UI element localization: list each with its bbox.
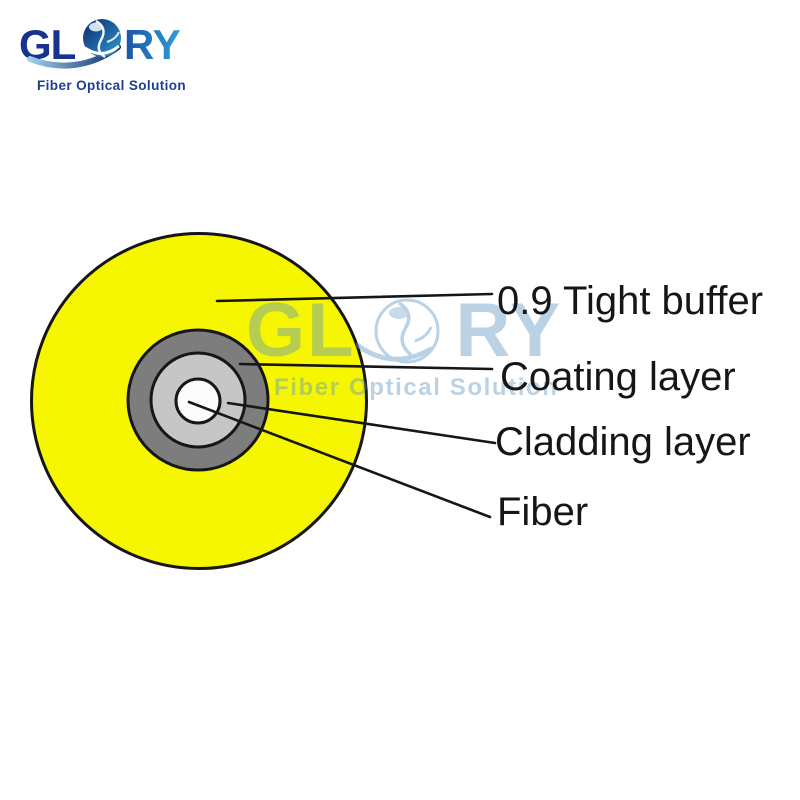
- label-cladding-layer: Cladding layer: [495, 420, 751, 464]
- label-fiber: Fiber: [497, 490, 589, 534]
- fiber-circle: [174, 377, 222, 425]
- label-coating-layer: Coating layer: [500, 355, 736, 399]
- leader-line-fiber: [187, 400, 492, 519]
- label-tight-buffer: 0.9 Tight buffer: [497, 279, 764, 323]
- logo-text-start: GL: [19, 21, 76, 68]
- logo-text-end: RY: [124, 21, 181, 68]
- logo: GL RY Fiber Optical Solution: [18, 12, 196, 93]
- logo-graphic: GL RY: [19, 19, 181, 69]
- leader-line-cladding: [226, 401, 497, 445]
- leader-line-coating: [238, 362, 494, 371]
- logo-tagline: Fiber Optical Solution: [37, 78, 187, 93]
- leader-line-tight-buffer: [215, 292, 494, 303]
- logo-globe-icon: [83, 19, 121, 59]
